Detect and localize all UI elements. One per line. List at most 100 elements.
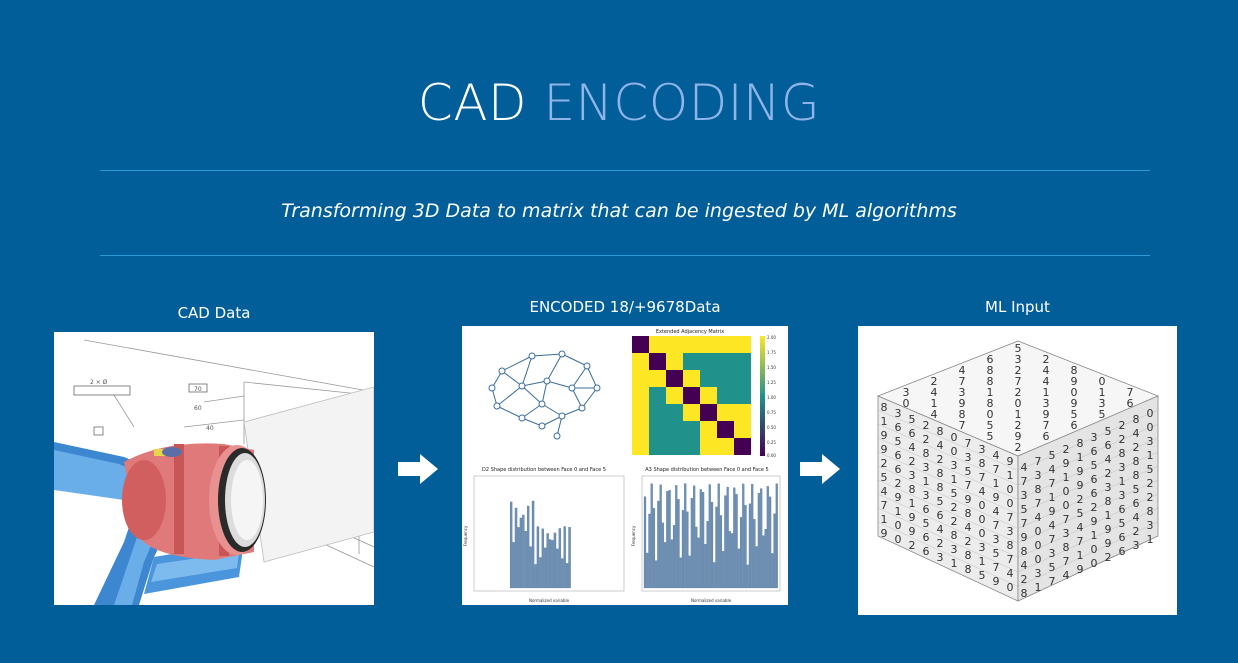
svg-text:9: 9 bbox=[895, 491, 902, 504]
svg-text:7: 7 bbox=[993, 561, 1000, 574]
svg-text:0: 0 bbox=[1091, 543, 1098, 556]
svg-text:3: 3 bbox=[937, 551, 944, 564]
svg-text:1: 1 bbox=[1091, 529, 1098, 542]
svg-text:1: 1 bbox=[1105, 509, 1112, 522]
svg-text:8: 8 bbox=[1021, 545, 1028, 558]
svg-text:2: 2 bbox=[1063, 443, 1070, 456]
svg-text:70: 70 bbox=[194, 386, 202, 393]
svg-text:9: 9 bbox=[1015, 430, 1022, 443]
svg-text:1: 1 bbox=[1035, 581, 1042, 594]
svg-text:8: 8 bbox=[1119, 447, 1126, 460]
svg-text:7: 7 bbox=[1007, 553, 1014, 566]
svg-text:2: 2 bbox=[909, 539, 916, 552]
svg-text:3: 3 bbox=[1105, 481, 1112, 494]
svg-text:7: 7 bbox=[1049, 477, 1056, 490]
svg-text:9: 9 bbox=[1043, 408, 1050, 421]
svg-text:3: 3 bbox=[1099, 397, 1106, 410]
svg-text:9: 9 bbox=[1105, 523, 1112, 536]
svg-text:8: 8 bbox=[1007, 539, 1014, 552]
svg-text:3: 3 bbox=[909, 469, 916, 482]
svg-text:5: 5 bbox=[1133, 483, 1140, 496]
svg-text:0: 0 bbox=[1063, 499, 1070, 512]
svg-text:8: 8 bbox=[979, 457, 986, 470]
svg-text:2.00: 2.00 bbox=[767, 335, 776, 340]
svg-text:9: 9 bbox=[1105, 537, 1112, 550]
svg-text:9: 9 bbox=[1063, 457, 1070, 470]
svg-text:3: 3 bbox=[903, 386, 910, 399]
svg-text:0.00: 0.00 bbox=[767, 453, 776, 458]
svg-text:7: 7 bbox=[1021, 517, 1028, 530]
svg-text:2: 2 bbox=[937, 537, 944, 550]
svg-text:6: 6 bbox=[895, 421, 902, 434]
svg-text:5: 5 bbox=[1077, 507, 1084, 520]
svg-text:4: 4 bbox=[937, 439, 944, 452]
matrix-title: Extended Adjacency Matrix bbox=[656, 329, 724, 335]
svg-text:3: 3 bbox=[1007, 525, 1014, 538]
svg-text:1: 1 bbox=[1077, 549, 1084, 562]
svg-text:6: 6 bbox=[1091, 445, 1098, 458]
svg-text:5: 5 bbox=[1015, 342, 1022, 355]
svg-text:9: 9 bbox=[909, 525, 916, 538]
svg-text:3: 3 bbox=[1091, 431, 1098, 444]
svg-text:2: 2 bbox=[1133, 525, 1140, 538]
svg-text:8: 8 bbox=[965, 549, 972, 562]
svg-text:4: 4 bbox=[1063, 569, 1070, 582]
svg-text:60: 60 bbox=[194, 405, 202, 412]
svg-text:7: 7 bbox=[1049, 533, 1056, 546]
svg-text:7: 7 bbox=[1035, 455, 1042, 468]
svg-text:6: 6 bbox=[987, 353, 994, 366]
svg-text:6: 6 bbox=[923, 503, 930, 516]
svg-text:3: 3 bbox=[965, 451, 972, 464]
svg-text:9: 9 bbox=[959, 397, 966, 410]
svg-text:2: 2 bbox=[1119, 419, 1126, 432]
svg-text:3: 3 bbox=[979, 443, 986, 456]
d2-xlabel: Normalized variable bbox=[529, 598, 570, 603]
svg-text:1: 1 bbox=[951, 473, 958, 486]
page-subtitle: Transforming 3D Data to matrix that can … bbox=[281, 200, 957, 222]
svg-text:4: 4 bbox=[1021, 461, 1028, 474]
svg-text:2: 2 bbox=[1015, 441, 1022, 454]
svg-text:6: 6 bbox=[909, 427, 916, 440]
svg-text:2: 2 bbox=[923, 419, 930, 432]
svg-text:2: 2 bbox=[1077, 493, 1084, 506]
svg-text:2 × Ø: 2 × Ø bbox=[90, 379, 108, 386]
svg-text:8: 8 bbox=[937, 467, 944, 480]
svg-text:5: 5 bbox=[951, 487, 958, 500]
svg-text:3: 3 bbox=[951, 543, 958, 556]
svg-text:6: 6 bbox=[895, 449, 902, 462]
svg-text:5: 5 bbox=[979, 569, 986, 582]
svg-text:3: 3 bbox=[923, 489, 930, 502]
svg-text:8: 8 bbox=[1063, 541, 1070, 554]
a3-histogram bbox=[643, 483, 778, 589]
svg-text:6: 6 bbox=[1091, 487, 1098, 500]
svg-text:2: 2 bbox=[909, 455, 916, 468]
svg-text:7: 7 bbox=[1063, 513, 1070, 526]
svg-text:3: 3 bbox=[1021, 489, 1028, 502]
svg-text:8: 8 bbox=[1133, 469, 1140, 482]
svg-text:6: 6 bbox=[1105, 439, 1112, 452]
svg-text:7: 7 bbox=[959, 419, 966, 432]
svg-text:8: 8 bbox=[987, 375, 994, 388]
svg-text:4: 4 bbox=[993, 449, 1000, 462]
svg-text:4: 4 bbox=[1049, 463, 1056, 476]
svg-text:7: 7 bbox=[965, 437, 972, 450]
svg-text:8: 8 bbox=[1147, 505, 1154, 518]
svg-text:4: 4 bbox=[959, 364, 966, 377]
svg-text:4: 4 bbox=[1035, 511, 1042, 524]
svg-text:6: 6 bbox=[1091, 473, 1098, 486]
svg-text:8: 8 bbox=[965, 563, 972, 576]
svg-text:6: 6 bbox=[895, 463, 902, 476]
svg-text:4: 4 bbox=[931, 408, 938, 421]
svg-text:4: 4 bbox=[1007, 567, 1014, 580]
svg-text:2: 2 bbox=[1015, 419, 1022, 432]
svg-text:3: 3 bbox=[1035, 469, 1042, 482]
svg-text:1.50: 1.50 bbox=[767, 365, 776, 370]
svg-text:5: 5 bbox=[1049, 449, 1056, 462]
svg-text:9: 9 bbox=[965, 493, 972, 506]
svg-text:5: 5 bbox=[965, 465, 972, 478]
svg-text:2: 2 bbox=[1105, 467, 1112, 480]
svg-text:2: 2 bbox=[1043, 353, 1050, 366]
svg-text:5: 5 bbox=[987, 430, 994, 443]
adjacency-matrix bbox=[632, 336, 751, 455]
svg-text:1: 1 bbox=[1147, 533, 1154, 546]
